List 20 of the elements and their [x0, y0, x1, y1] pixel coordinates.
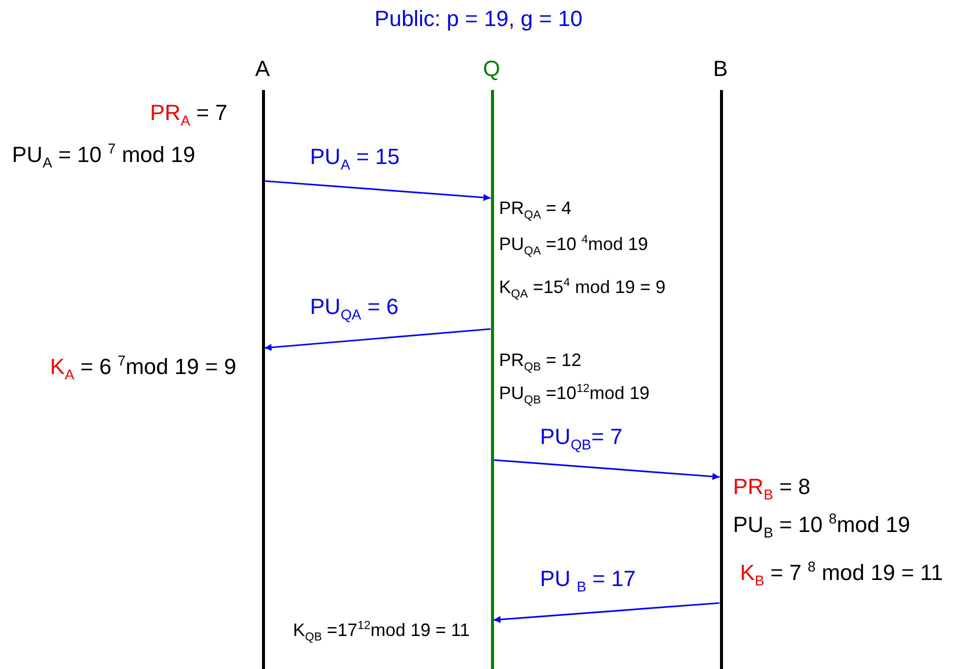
arrow — [264, 328, 491, 351]
formula-text: PU$_{A}$ = 10 $^{7}$ mod 19 — [12, 140, 196, 174]
formula-text: PR$_{QB}$ = 12 — [499, 349, 582, 376]
title: Public: p = 19, g = 10 — [374, 6, 584, 32]
lifeline-label: A — [254, 56, 271, 82]
formula-text: PR$_{QA}$ = 4 — [499, 197, 572, 224]
lifeline-label: B — [712, 56, 729, 82]
formula-text: PR$_{B}$ = 8 — [733, 473, 810, 506]
lifeline-label: Q — [482, 56, 502, 82]
arrow — [493, 602, 720, 623]
arrow — [264, 180, 491, 201]
formula-text: K$_{A}$ = 6 $^{7}$mod 19 = 9 — [50, 352, 238, 386]
formula-text: K$_{B}$ = 7 $^{8}$ mod 19 = 11 — [740, 558, 944, 592]
formula-text: PU$_{B}$ = 10 $^{8}$mod 19 — [733, 510, 910, 544]
formula-text: PR$_{A}$ = 7 — [150, 99, 228, 132]
formula-text: K$_{QA}$ =15$^{4}$ mod 19 = 9 — [499, 275, 667, 302]
arrow — [493, 459, 720, 480]
formula-text: K$_{QB}$ =17$^{12}$mod 19 = 11 — [293, 618, 471, 646]
formula-text: PU$_{QA}$ =10 $^{4}$mod 19 — [499, 232, 648, 260]
formula-text: PU$_{QB}$ =10$^{12}$mod 19 — [499, 381, 650, 408]
